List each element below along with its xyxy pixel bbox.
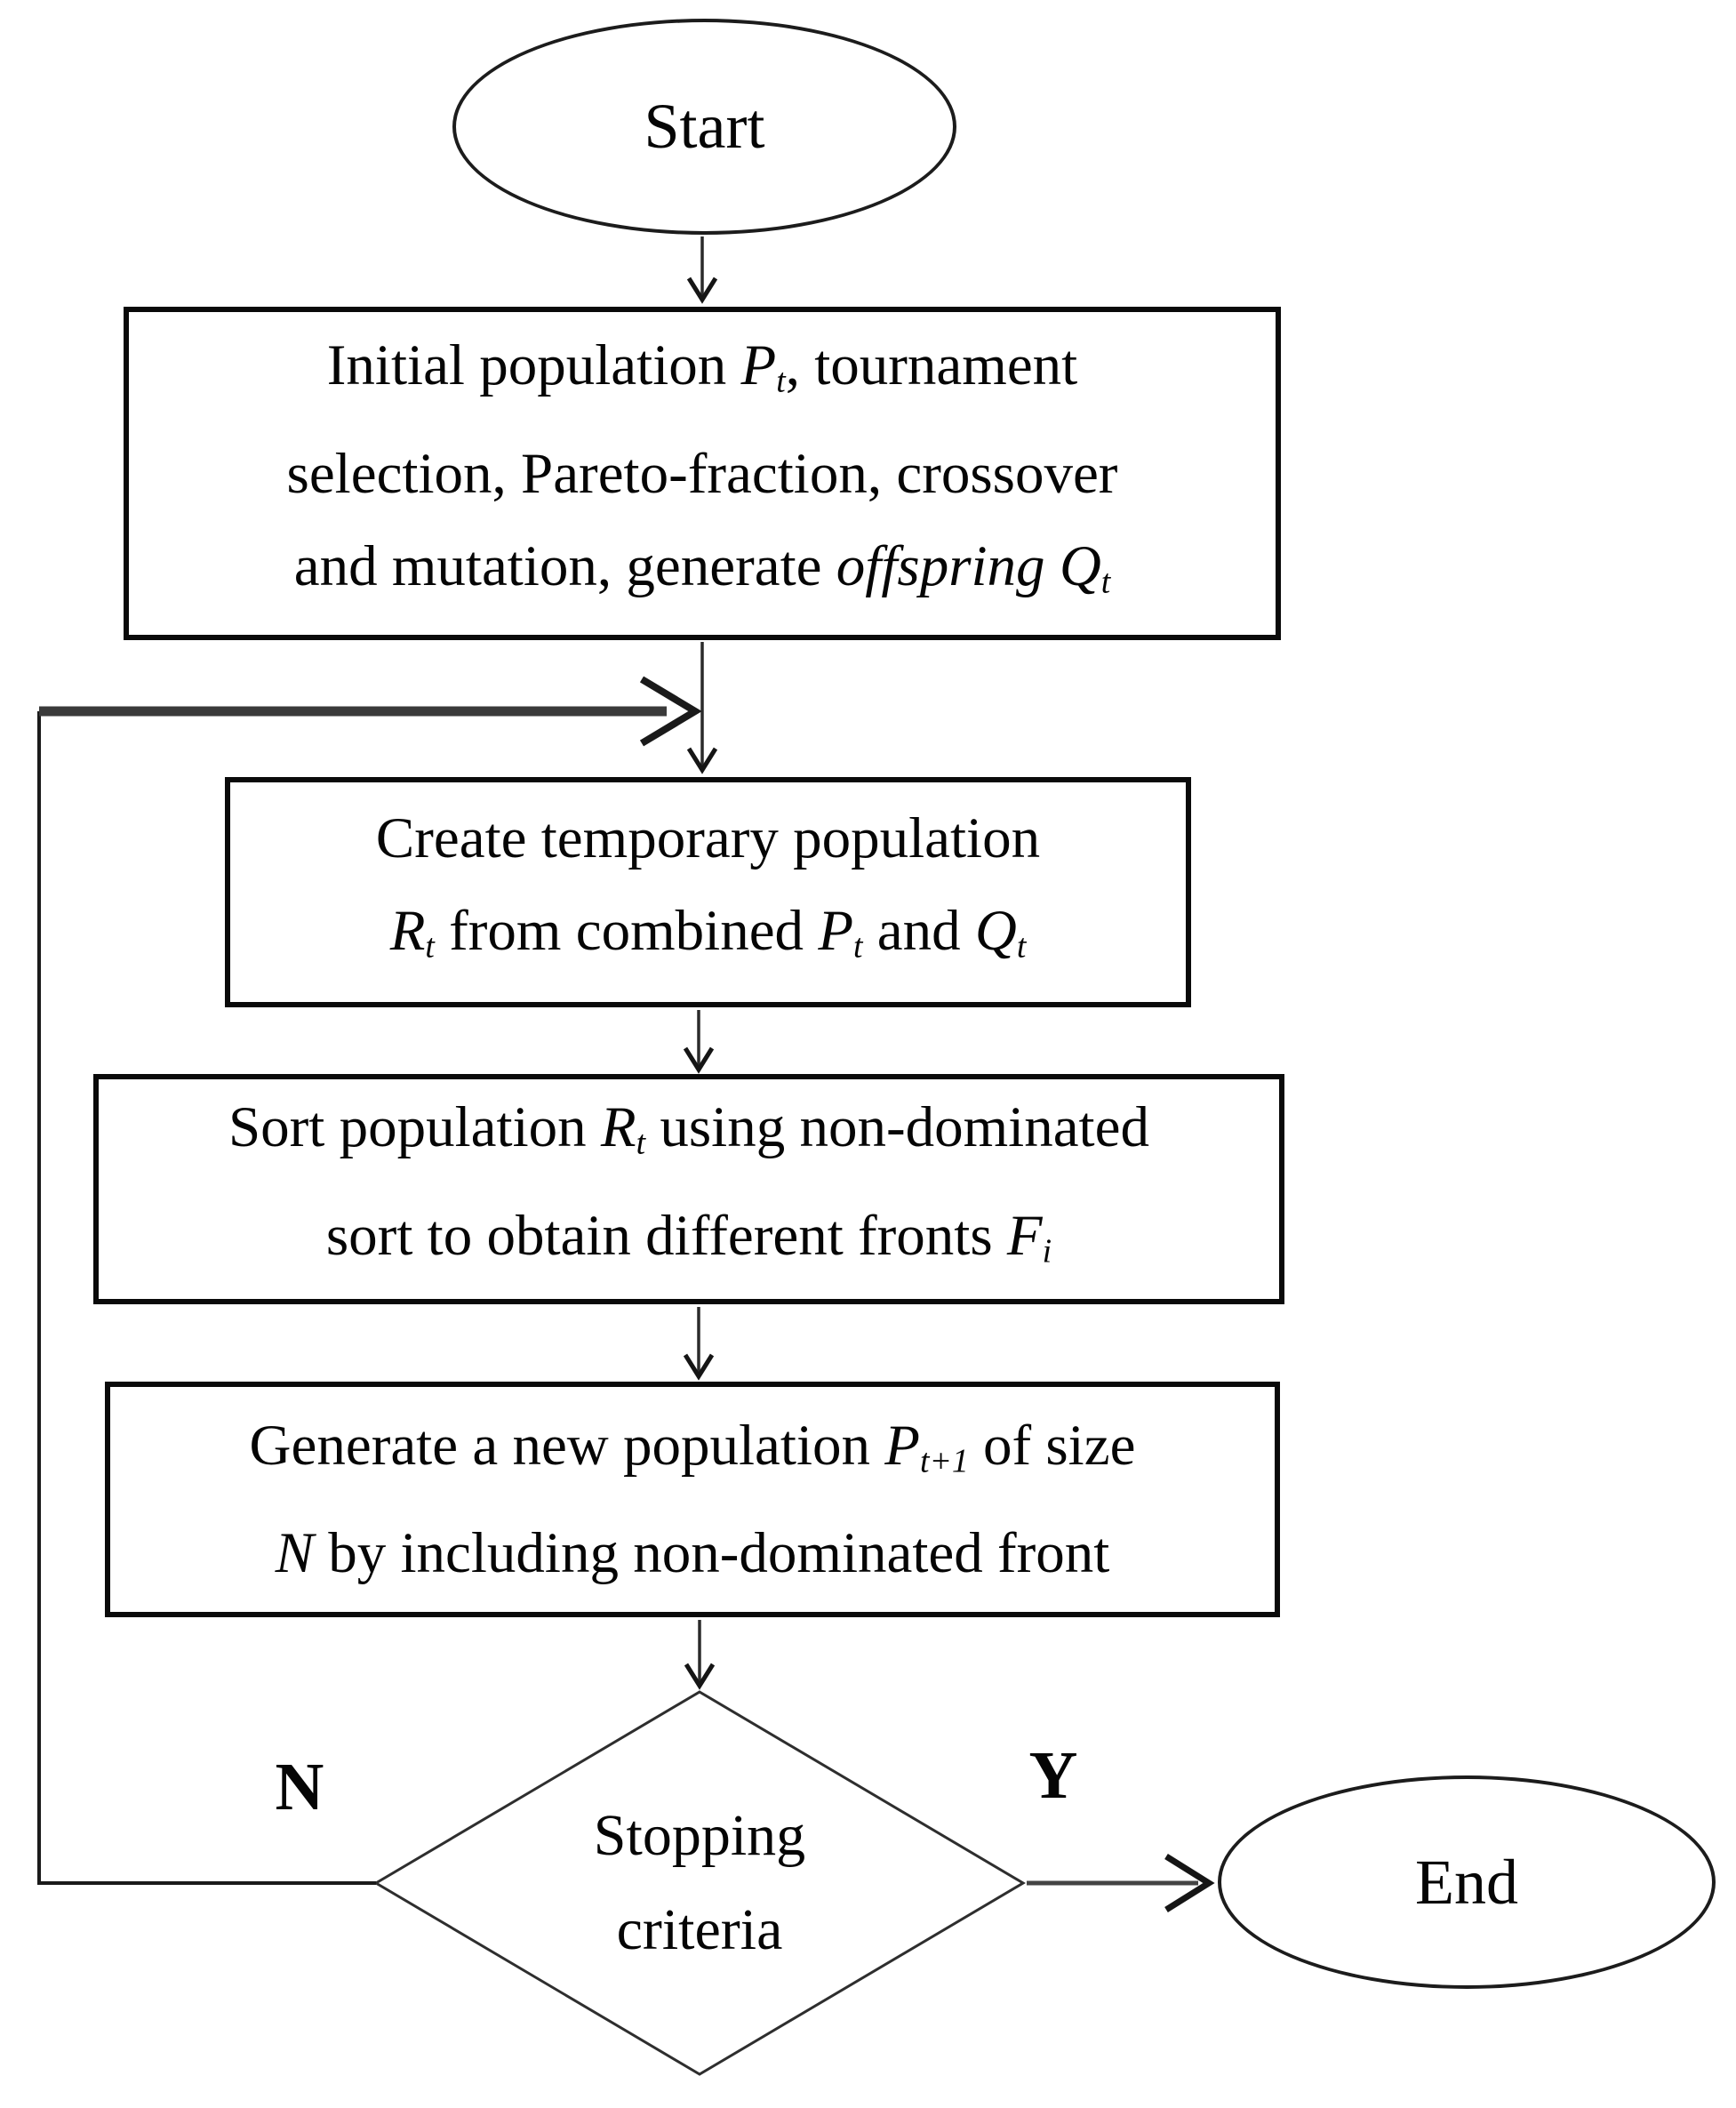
start-node: Start bbox=[452, 19, 956, 235]
edge-loop-back-path bbox=[37, 711, 376, 1885]
start-node-label: Start bbox=[644, 91, 765, 162]
edge-loop-back-arrowhead bbox=[639, 676, 702, 747]
branch-label-no: N bbox=[246, 1738, 353, 1836]
end-node-label: End bbox=[1415, 1846, 1518, 1918]
decision-diamond-shape bbox=[373, 1690, 1026, 2076]
end-node: End bbox=[1218, 1775, 1716, 1989]
edge-decision-to-end-arrowhead bbox=[1164, 1854, 1215, 1912]
branch-label-yes-text: Y bbox=[1028, 1737, 1078, 1813]
branch-label-no-text: N bbox=[275, 1749, 324, 1824]
branch-label-yes: Y bbox=[1000, 1727, 1107, 1824]
